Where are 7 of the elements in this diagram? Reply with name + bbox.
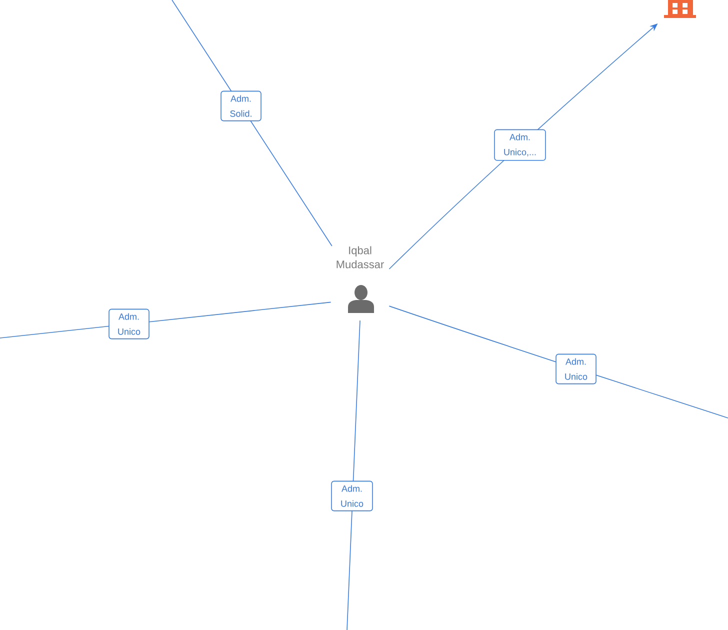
person-name: Iqbal Mudassar: [336, 246, 384, 268]
building-icon: [664, 0, 696, 18]
edge-label: Adm. Unico,...: [494, 129, 546, 161]
edge-label: Adm. Solid.: [220, 90, 262, 122]
edge-label: Adm. Unico: [556, 354, 596, 384]
edge-label: Adm. Unico: [108, 308, 150, 340]
edge-label: Adm. Unico: [331, 480, 373, 512]
